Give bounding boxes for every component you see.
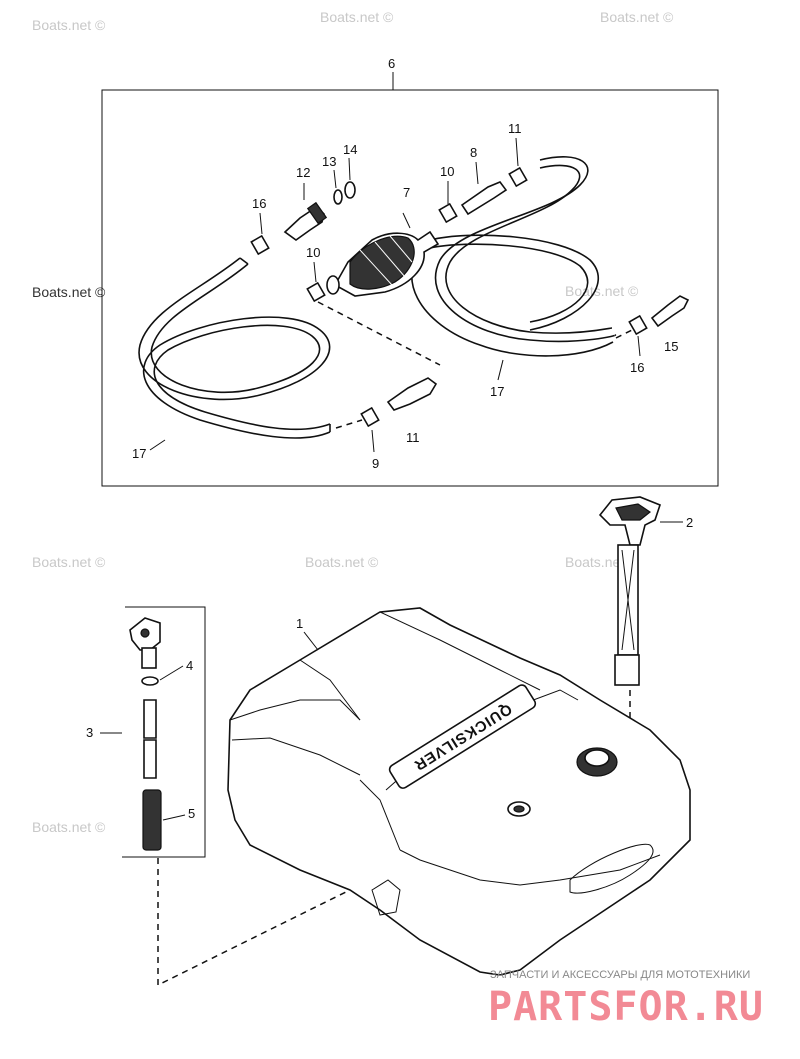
footer-logo: PARTSFOR.RU [488, 984, 764, 1030]
fuel-gauge [598, 496, 661, 725]
hose-clamp [508, 166, 528, 188]
part-label-13: 13 [322, 154, 336, 169]
watermark: Boats.net © [565, 283, 639, 299]
part-label-4: 4 [186, 658, 193, 673]
watermark: Boats.net © [305, 554, 379, 570]
primer-bulb [326, 212, 440, 297]
engine-connector [650, 295, 690, 328]
part-label-14: 14 [343, 142, 357, 157]
hose-clamp [438, 202, 458, 224]
fuel-tank: QUICKSILVER [227, 607, 691, 976]
watermark: Boats.net © [32, 17, 106, 33]
part-label-3: 3 [86, 725, 93, 740]
part-label-8: 8 [470, 145, 477, 160]
check-valve [460, 181, 508, 216]
part-label-5: 5 [188, 806, 195, 821]
part-label-1: 1 [296, 616, 303, 631]
fuel-hose-right [411, 156, 633, 357]
hose-clamp [250, 234, 270, 256]
watermark: Boats.net © [320, 9, 394, 25]
part-label-9: 9 [372, 456, 379, 471]
hose-clamp [360, 406, 380, 428]
hose-clamp [306, 281, 326, 303]
fuel-pickup [129, 617, 162, 851]
part-label-12: 12 [296, 165, 310, 180]
fuel-hose-left [138, 257, 363, 439]
part-label-17: 17 [490, 384, 504, 399]
part-label-15: 15 [664, 339, 678, 354]
fuel-line-kit-frame [101, 89, 719, 487]
watermark: Boats.net © [32, 284, 106, 300]
part-label-16: 16 [630, 360, 644, 375]
part-label-11: 11 [406, 430, 420, 445]
part-label-7: 7 [403, 185, 410, 200]
watermark: Boats.net © [32, 819, 106, 835]
o-ring [333, 189, 343, 205]
footer-subtitle: ЗАПЧАСТИ И АКСЕССУАРЫ ДЛЯ МОТОТЕХНИКИ [490, 969, 750, 981]
hose-clamp [628, 314, 648, 336]
fuel-connector [283, 183, 328, 241]
pickup-assembly-frame [122, 606, 206, 858]
part-label-16: 16 [252, 196, 266, 211]
tank-connector [386, 377, 438, 411]
part-label-10: 10 [306, 245, 320, 260]
part-label-17: 17 [132, 446, 146, 461]
part-label-6: 6 [388, 56, 395, 71]
o-ring [344, 181, 356, 199]
watermark: Boats.net © [32, 554, 106, 570]
part-label-11: 11 [508, 121, 522, 136]
part-label-2: 2 [686, 515, 693, 530]
part-label-10: 10 [440, 164, 454, 179]
watermark: Boats.net © [600, 9, 674, 25]
